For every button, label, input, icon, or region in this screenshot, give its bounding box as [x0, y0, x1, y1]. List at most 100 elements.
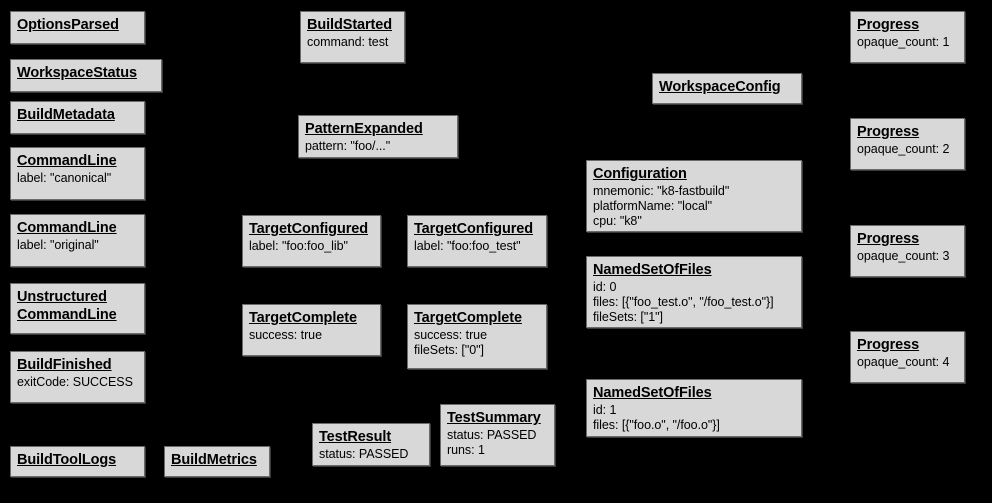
- node-title: TestResult: [319, 429, 392, 445]
- node-title-wrap: Configuration: [593, 165, 795, 183]
- node-attributes: status: PASSED: [319, 447, 423, 462]
- node-title-wrap: BuildMetrics: [171, 451, 263, 469]
- node-title-line: TargetComplete: [414, 309, 540, 327]
- node-title-wrap: WorkspaceConfig: [659, 78, 795, 96]
- node-title: BuildFinished: [17, 357, 112, 373]
- node-attribute: fileSets: ["1"]: [593, 310, 663, 324]
- node-attribute: success: true: [249, 328, 322, 342]
- node-title-line: OptionsParsed: [17, 16, 138, 34]
- node-title-wrap: PatternExpanded: [305, 120, 451, 138]
- node-title-line: TargetConfigured: [414, 220, 540, 238]
- node-title-wrap: TargetConfigured: [249, 220, 374, 238]
- node-build-tool-logs[interactable]: BuildToolLogs: [10, 446, 145, 477]
- node-title-line: Progress: [857, 336, 958, 354]
- node-title: WorkspaceStatus: [17, 65, 137, 81]
- node-attributes: label: "original": [17, 238, 138, 253]
- node-attributes: success: true: [249, 328, 374, 343]
- node-attributes: opaque_count: 1: [857, 35, 958, 50]
- node-title: Configuration: [593, 166, 687, 182]
- node-title-wrap: TestResult: [319, 428, 423, 446]
- node-attribute: label: "foo:foo_test": [414, 239, 521, 253]
- node-title: TargetComplete: [414, 310, 522, 326]
- node-attribute: status: PASSED: [319, 447, 409, 461]
- node-build-metrics[interactable]: BuildMetrics: [164, 446, 270, 477]
- node-attributes: opaque_count: 4: [857, 355, 958, 370]
- node-title-line: Progress: [857, 16, 958, 34]
- node-attributes: label: "foo:foo_lib": [249, 239, 374, 254]
- node-title-wrap: CommandLine: [17, 219, 138, 237]
- node-command-line-canonical[interactable]: CommandLine label: "canonical": [10, 147, 145, 200]
- node-attribute: opaque_count: 2: [857, 142, 950, 156]
- node-attributes: pattern: "foo/...": [305, 139, 451, 154]
- node-attribute: label: "original": [17, 238, 99, 252]
- node-title-wrap: NamedSetOfFiles: [593, 261, 795, 279]
- node-attribute: label: "foo:foo_lib": [249, 239, 348, 253]
- node-title-line: TestSummary: [447, 409, 548, 427]
- node-attribute: label: "canonical": [17, 171, 112, 185]
- node-attribute: cpu: "k8": [593, 214, 642, 228]
- node-title: BuildMetrics: [171, 452, 257, 468]
- node-title-wrap: BuildMetadata: [17, 106, 138, 124]
- node-title-wrap: BuildToolLogs: [17, 451, 138, 469]
- node-title-line: BuildMetadata: [17, 106, 138, 124]
- node-attributes: command: test: [307, 35, 398, 50]
- node-title-wrap: Progress: [857, 123, 958, 141]
- node-target-complete-foo-lib[interactable]: TargetComplete success: true: [242, 304, 381, 356]
- node-title-wrap: TestSummary: [447, 409, 548, 427]
- node-workspace-config[interactable]: WorkspaceConfig: [652, 73, 802, 104]
- node-title: TargetComplete: [249, 310, 357, 326]
- node-title-line: CommandLine: [17, 152, 138, 170]
- node-title-wrap: BuildStarted: [307, 16, 398, 34]
- node-attribute: opaque_count: 1: [857, 35, 950, 49]
- node-title-line: PatternExpanded: [305, 120, 451, 138]
- node-test-result[interactable]: TestResult status: PASSED: [312, 423, 430, 466]
- node-title-line: Configuration: [593, 165, 795, 183]
- node-title-wrap: TargetConfigured: [414, 220, 540, 238]
- node-title: Progress: [857, 337, 920, 353]
- node-title-wrap: OptionsParsed: [17, 16, 138, 34]
- node-attribute: files: [{"foo_test.o", "/foo_test.o"}]: [593, 295, 774, 309]
- node-attribute: fileSets: ["0"]: [414, 343, 484, 357]
- node-build-finished[interactable]: BuildFinished exitCode: SUCCESS: [10, 351, 145, 403]
- node-title-wrap: TargetComplete: [249, 309, 374, 327]
- node-build-metadata[interactable]: BuildMetadata: [10, 101, 145, 134]
- node-attribute: exitCode: SUCCESS: [17, 375, 133, 389]
- node-title-wrap: Progress: [857, 16, 958, 34]
- node-progress-4[interactable]: Progress opaque_count: 4: [850, 331, 965, 383]
- node-attributes: opaque_count: 3: [857, 249, 958, 264]
- node-title: OptionsParsed: [17, 17, 119, 33]
- node-attribute: id: 0: [593, 280, 617, 294]
- node-title-wrap: CommandLine: [17, 152, 138, 170]
- node-attribute: runs: 1: [447, 443, 485, 457]
- node-options-parsed[interactable]: OptionsParsed: [10, 11, 145, 44]
- node-attributes: label: "canonical": [17, 171, 138, 186]
- node-attribute: mnemonic: "k8-fastbuild": [593, 184, 730, 198]
- node-title-wrap: BuildFinished: [17, 356, 138, 374]
- node-title-wrap: WorkspaceStatus: [17, 64, 155, 82]
- node-title: Unstructured: [17, 289, 107, 305]
- node-title-line: WorkspaceStatus: [17, 64, 155, 82]
- node-workspace-status[interactable]: WorkspaceStatus: [10, 59, 162, 92]
- node-title: BuildToolLogs: [17, 452, 117, 468]
- node-title: WorkspaceConfig: [659, 79, 781, 95]
- node-title: NamedSetOfFiles: [593, 262, 712, 278]
- node-title: CommandLine: [17, 153, 117, 169]
